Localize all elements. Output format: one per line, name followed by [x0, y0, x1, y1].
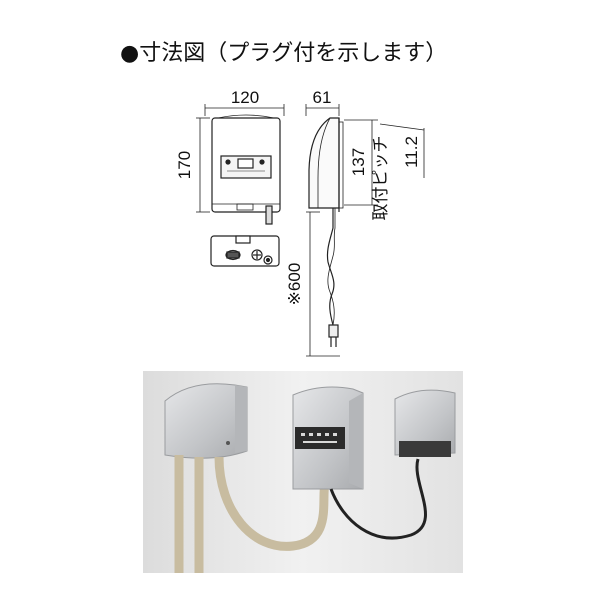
width-dimension-label: 120	[231, 88, 259, 107]
bottom-view	[210, 235, 280, 267]
pitch-value-label: 11.2	[402, 136, 421, 168]
front-view	[196, 104, 285, 225]
page-title: ●寸法図（プラグ付を示します）	[120, 41, 448, 66]
installation-photo	[143, 371, 463, 573]
side-view	[305, 104, 425, 357]
cord-length-label: ※600	[285, 263, 304, 306]
dimension-drawing: 120 61 170 137 取付ピッチ 11.2 ※600	[175, 88, 425, 357]
center-controller-unit	[292, 386, 427, 540]
pitch-label: 取付ピッチ	[371, 136, 390, 221]
mount-height-dimension-label: 137	[349, 148, 368, 176]
height-dimension-label: 170	[175, 151, 194, 179]
right-cover-unit	[394, 389, 456, 457]
depth-dimension-label: 61	[313, 88, 332, 107]
left-cover-unit	[164, 383, 330, 573]
